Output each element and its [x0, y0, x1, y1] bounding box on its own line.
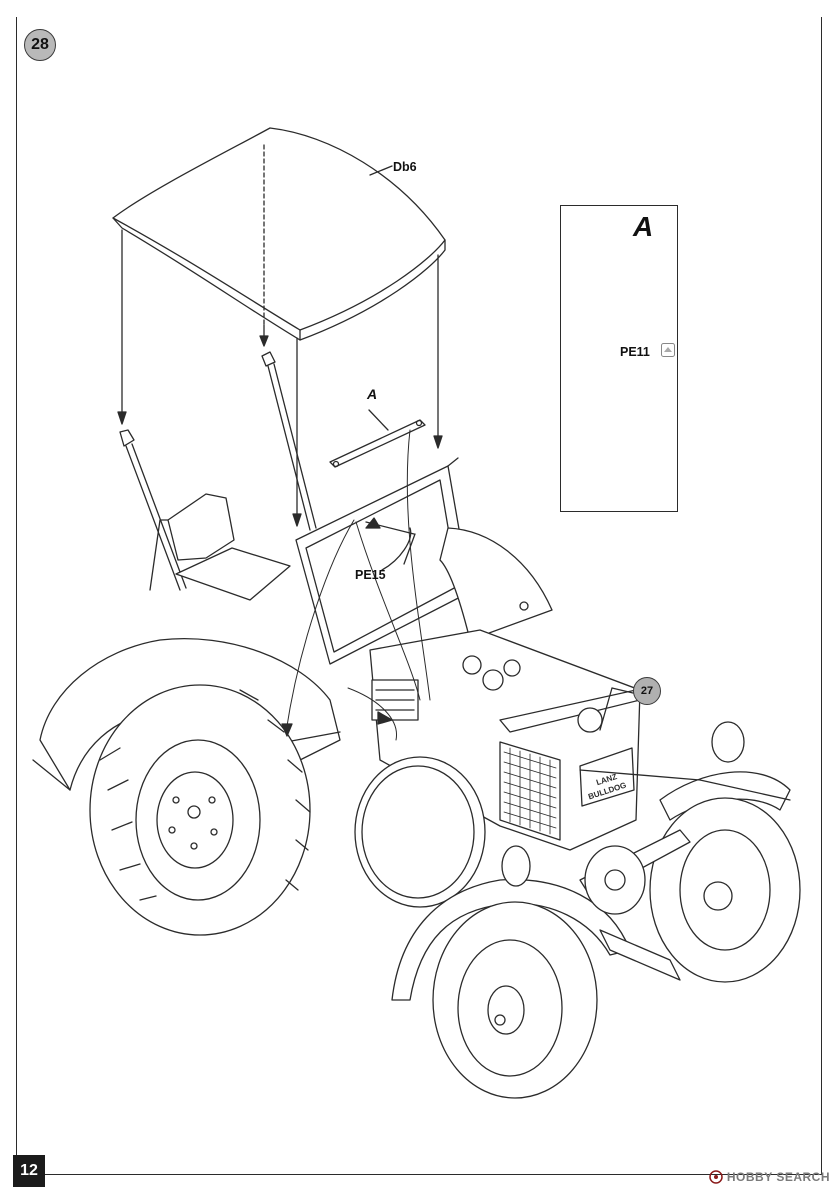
label-roof-db6: Db6 — [393, 160, 417, 174]
front-axle — [579, 769, 791, 981]
rear-wheel-left — [89, 684, 311, 936]
label-pe15: PE15 — [355, 568, 386, 582]
detail-box-a — [560, 205, 678, 512]
headlights — [501, 721, 745, 887]
previous-step-callout: 27 — [633, 677, 661, 705]
photo-etch-icon — [661, 343, 675, 357]
seat — [149, 493, 291, 601]
engine-hood — [369, 629, 641, 851]
label-pe11: PE11 — [620, 345, 650, 359]
watermark-text: HOBBY SEARCH — [726, 1170, 830, 1184]
radiator-grille — [499, 741, 561, 841]
hobbysearch-logo-icon — [709, 1170, 723, 1184]
watermark: HOBBY SEARCH — [709, 1170, 830, 1184]
roof-part — [112, 127, 446, 341]
rear-fender-right — [439, 527, 553, 641]
label-detail-ref-a: A — [367, 386, 378, 402]
routing-lines — [285, 429, 431, 741]
step-number-badge: 28 — [24, 29, 56, 61]
flywheel — [354, 756, 486, 908]
page-frame — [16, 17, 822, 1175]
grille-badge: LANZ BULLDOG — [587, 772, 627, 801]
roof-posts — [119, 351, 317, 591]
front-wheel-left — [432, 901, 598, 1099]
front-wheel-right — [649, 797, 801, 983]
detail-box-title: A — [633, 211, 654, 242]
page-number-tab: 12 — [13, 1155, 45, 1187]
roof-arrows — [117, 229, 443, 527]
pe-strip-a — [329, 409, 426, 468]
